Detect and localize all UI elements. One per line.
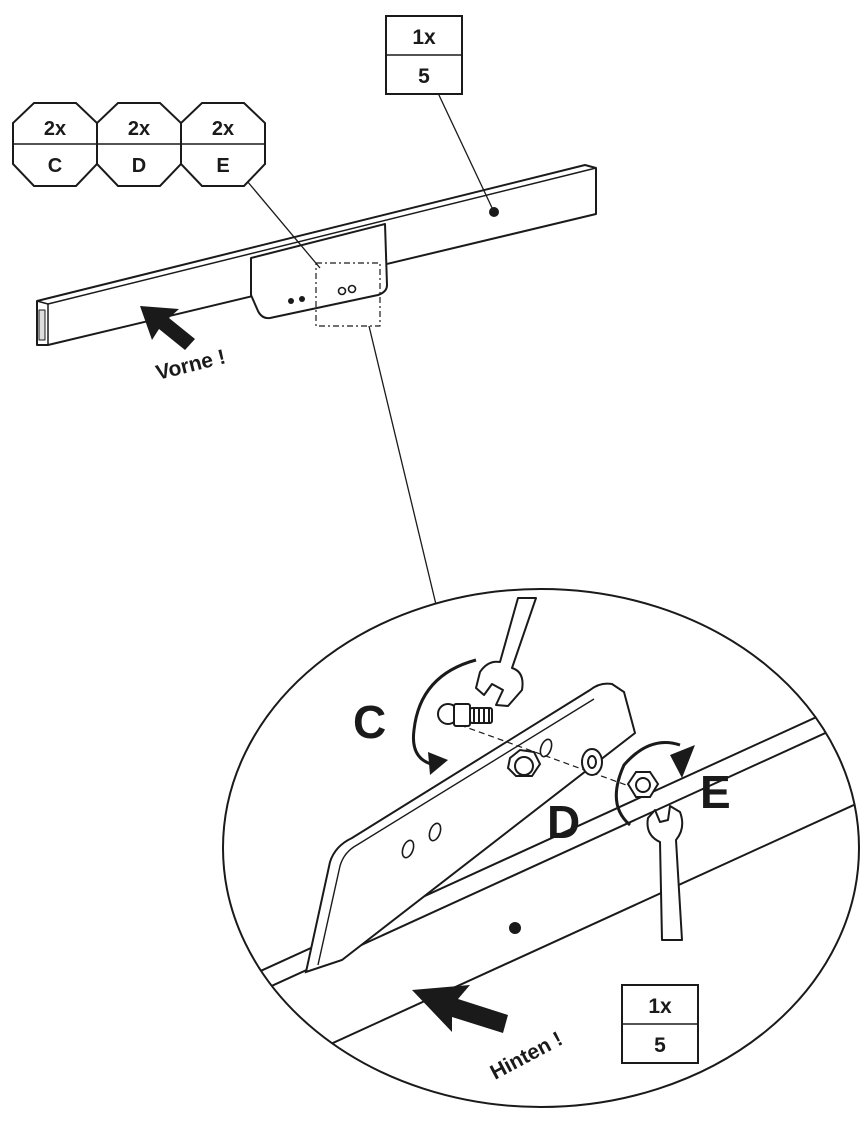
part-box-bottom-part: 5 [654,1034,666,1057]
octagon-d-qty: 2x [128,118,150,140]
front-arrow-icon [140,306,195,350]
wrench-bottom-icon [646,805,684,941]
washer-d [581,748,603,776]
detail-letter-c: C [353,696,386,748]
octagon-d: 2x D [96,102,182,187]
rotation-arrow-e-icon [614,741,695,827]
rotation-arrow-c-icon [411,658,477,775]
bolt-c [437,703,493,727]
part-box-bottom: 1x 5 [621,984,699,1064]
part-box-top-part: 5 [418,65,430,88]
beam-overview [36,164,597,346]
bracket-plate [250,223,388,320]
part-box-top: 1x 5 [385,15,463,95]
detail-letter-d: D [547,796,580,848]
back-arrow-icon [412,985,508,1033]
octagon-e-part: E [216,155,229,177]
detail-frame [315,262,381,327]
octagon-c-part: C [48,155,62,177]
detail-letter-e: E [700,766,731,818]
octagon-d-part: D [132,155,146,177]
detail-ellipse [222,588,860,1108]
wrench-top-icon [475,597,537,707]
front-callout: Vorne ! [154,345,228,384]
part-box-top-qty: 1x [412,26,436,49]
octagon-c-qty: 2x [44,118,66,140]
part-marker-dot [509,922,521,934]
part-box-bottom-qty: 1x [648,995,672,1018]
octagon-e: 2x E [180,102,266,187]
octagon-c: 2x C [12,102,98,187]
part-octagons: 2x C 2x D 2x E [12,102,266,187]
octagon-e-qty: 2x [212,118,234,140]
detail-beam [229,682,859,1091]
nut-e [626,771,660,798]
cap-nut [506,748,542,777]
